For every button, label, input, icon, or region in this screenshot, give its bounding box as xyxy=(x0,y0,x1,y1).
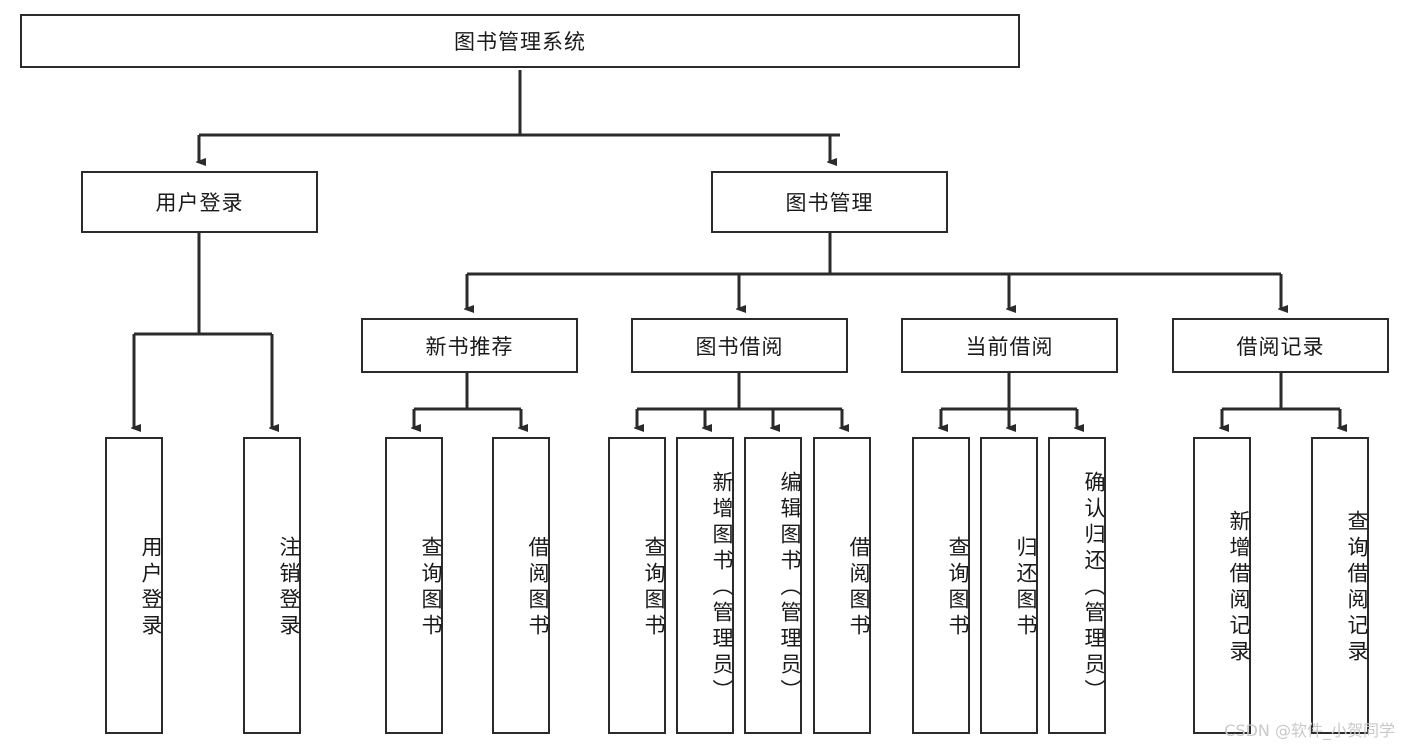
node-label: 图书借阅 xyxy=(695,334,784,359)
node-label: 新增借阅记录 xyxy=(1227,509,1251,666)
node-label: 图书管理系统 xyxy=(454,30,586,54)
node-label: 查询图书 xyxy=(642,535,666,640)
leaf-borrow-book[interactable]: 借阅图书 xyxy=(813,437,871,734)
node-root-book-management-system[interactable]: 图书管理系统 xyxy=(20,14,1020,68)
node-label: 归还图书 xyxy=(1014,535,1038,640)
leaf-add-borrow-record[interactable]: 新增借阅记录 xyxy=(1193,437,1251,734)
node-label: 编辑图书（管理员） xyxy=(778,470,802,705)
node-book-management[interactable]: 图书管理 xyxy=(711,171,948,233)
watermark-text: CSDN @软件_小贺同学 xyxy=(1224,721,1395,740)
node-label: 当前借阅 xyxy=(965,334,1054,359)
node-label: 借阅图书 xyxy=(526,535,550,640)
leaf-borrow-book-recommend[interactable]: 借阅图书 xyxy=(492,437,550,734)
node-label: 查询借阅记录 xyxy=(1345,509,1369,666)
leaf-query-book-recommend[interactable]: 查询图书 xyxy=(385,437,443,734)
node-borrow-records[interactable]: 借阅记录 xyxy=(1172,318,1389,373)
leaf-query-book-current[interactable]: 查询图书 xyxy=(912,437,970,734)
leaf-user-login[interactable]: 用户登录 xyxy=(105,437,163,734)
node-label: 用户登录 xyxy=(139,535,163,640)
node-label: 借阅记录 xyxy=(1236,334,1325,359)
node-label: 注销登录 xyxy=(277,535,301,640)
node-label: 用户登录 xyxy=(155,191,244,215)
node-label: 图书管理 xyxy=(785,191,874,215)
leaf-add-book-admin[interactable]: 新增图书（管理员） xyxy=(676,437,734,734)
node-book-borrow[interactable]: 图书借阅 xyxy=(631,318,848,373)
leaf-query-borrow-record[interactable]: 查询借阅记录 xyxy=(1311,437,1369,734)
node-label: 新增图书（管理员） xyxy=(710,470,734,705)
node-new-book-recommend[interactable]: 新书推荐 xyxy=(361,318,578,373)
leaf-logout[interactable]: 注销登录 xyxy=(243,437,301,734)
leaf-confirm-return-admin[interactable]: 确认归还（管理员） xyxy=(1048,437,1106,734)
leaf-query-book-borrow[interactable]: 查询图书 xyxy=(608,437,666,734)
node-label: 新书推荐 xyxy=(425,334,514,359)
leaf-return-book[interactable]: 归还图书 xyxy=(980,437,1038,734)
node-label: 确认归还（管理员） xyxy=(1082,470,1106,705)
node-user-login[interactable]: 用户登录 xyxy=(81,171,318,233)
leaf-edit-book-admin[interactable]: 编辑图书（管理员） xyxy=(744,437,802,734)
node-label: 查询图书 xyxy=(946,535,970,640)
node-label: 查询图书 xyxy=(419,535,443,640)
node-label: 借阅图书 xyxy=(847,535,871,640)
node-current-borrow[interactable]: 当前借阅 xyxy=(901,318,1118,373)
